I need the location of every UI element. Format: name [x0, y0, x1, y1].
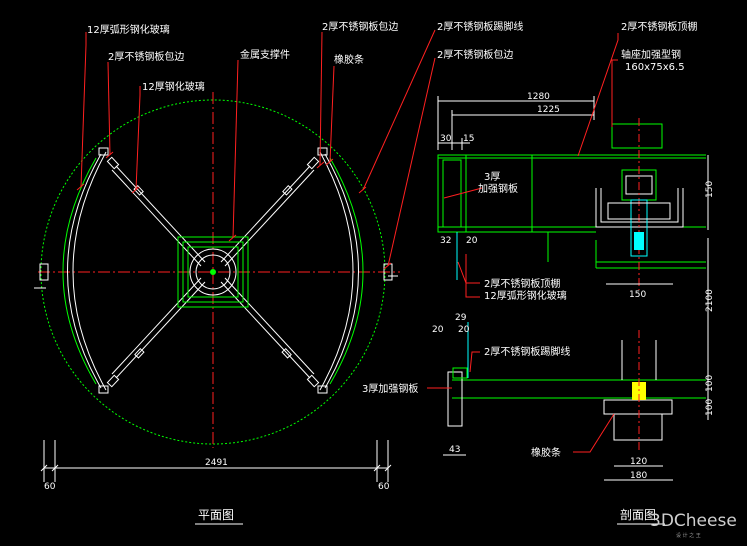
- right-arc-glass: [319, 151, 364, 391]
- dim-30: 30: [440, 134, 452, 144]
- section-top-dims: [437, 96, 595, 150]
- label-ss-edge-right: 2厚不锈钢板包边: [322, 20, 398, 33]
- arc-end-caps: [98, 147, 328, 394]
- dim-20a: 20: [466, 236, 478, 246]
- dim-43: 43: [449, 445, 460, 455]
- label-axle-steel: 轴座加强型钢: [621, 48, 681, 61]
- section-view: 1280 1225 30 15: [362, 20, 715, 525]
- label-plate3: 3厚: [484, 171, 500, 183]
- wing-clamps: [106, 156, 320, 388]
- label-ceiling2: 2厚不锈钢板顶棚: [484, 277, 560, 290]
- dim-120: 120: [630, 457, 647, 467]
- plan-view: 12厚弧形钢化玻璃 2厚不锈钢板包边 12厚钢化玻璃 金属支撑件 2厚不锈钢板包…: [34, 20, 436, 525]
- plan-leaders: [80, 29, 436, 267]
- label-arc-glass2: 12厚弧形钢化玻璃: [484, 289, 567, 302]
- dim-1225: 1225: [537, 105, 560, 115]
- dim-32: 32: [440, 236, 451, 246]
- watermark-brand: 3DCheese: [650, 511, 737, 531]
- dim-v100b: 100: [705, 399, 715, 416]
- label-plate3b: 加强钢板: [478, 182, 518, 195]
- dim-20c: 20: [458, 325, 470, 335]
- label-plate3-bottom: 3厚加强钢板: [362, 382, 418, 395]
- side-jamb-markers: [34, 263, 398, 289]
- watermark-sub: 设 计 之 王: [676, 532, 701, 539]
- bottom-dims: [443, 454, 673, 481]
- axle-channel: [595, 118, 684, 290]
- ceiling-structure: [437, 154, 706, 269]
- dim-plan-width: 2491: [205, 458, 228, 468]
- label-ss-edge: 2厚不锈钢板包边: [108, 50, 184, 63]
- label-axle-spec: 160x75x6.5: [625, 62, 685, 73]
- dim-plan-left: 60: [44, 482, 56, 492]
- dim-20b: 20: [432, 325, 444, 335]
- left-arc-glass: [62, 151, 107, 391]
- label-glass: 12厚钢化玻璃: [142, 80, 205, 93]
- label-edge-top: 2厚不锈钢板包边: [437, 48, 513, 61]
- label-kick-bottom: 2厚不锈钢板踢脚线: [484, 345, 570, 358]
- plan-title: 平面图: [198, 508, 234, 522]
- dim-v100: 100: [705, 375, 715, 392]
- dim-v150: 150: [705, 181, 715, 198]
- section-title: 剖面图: [620, 508, 656, 522]
- plan-dimension: [40, 440, 392, 482]
- leader-ticks: [76, 151, 392, 270]
- dim-180: 180: [630, 471, 647, 481]
- dim-150: 150: [629, 290, 646, 300]
- label-kick-top: 2厚不锈钢板踢脚线: [437, 20, 523, 33]
- dim-1280: 1280: [527, 92, 550, 102]
- label-rubber-bottom: 橡胶条: [531, 446, 561, 459]
- bottom-section: [447, 322, 706, 450]
- door-wings: [111, 165, 315, 379]
- dim-29: 29: [455, 313, 467, 323]
- dim-v2100: 2100: [705, 289, 715, 312]
- dim-plan-right: 60: [378, 482, 390, 492]
- center-hub: [177, 236, 249, 308]
- label-support: 金属支撑件: [240, 48, 290, 61]
- dim-15: 15: [463, 134, 474, 144]
- label-rubber: 橡胶条: [334, 53, 364, 66]
- label-arc-glass: 12厚弧形钢化玻璃: [87, 23, 170, 36]
- label-ceiling: 2厚不锈钢板顶棚: [621, 20, 697, 33]
- section-leaders: [427, 33, 619, 453]
